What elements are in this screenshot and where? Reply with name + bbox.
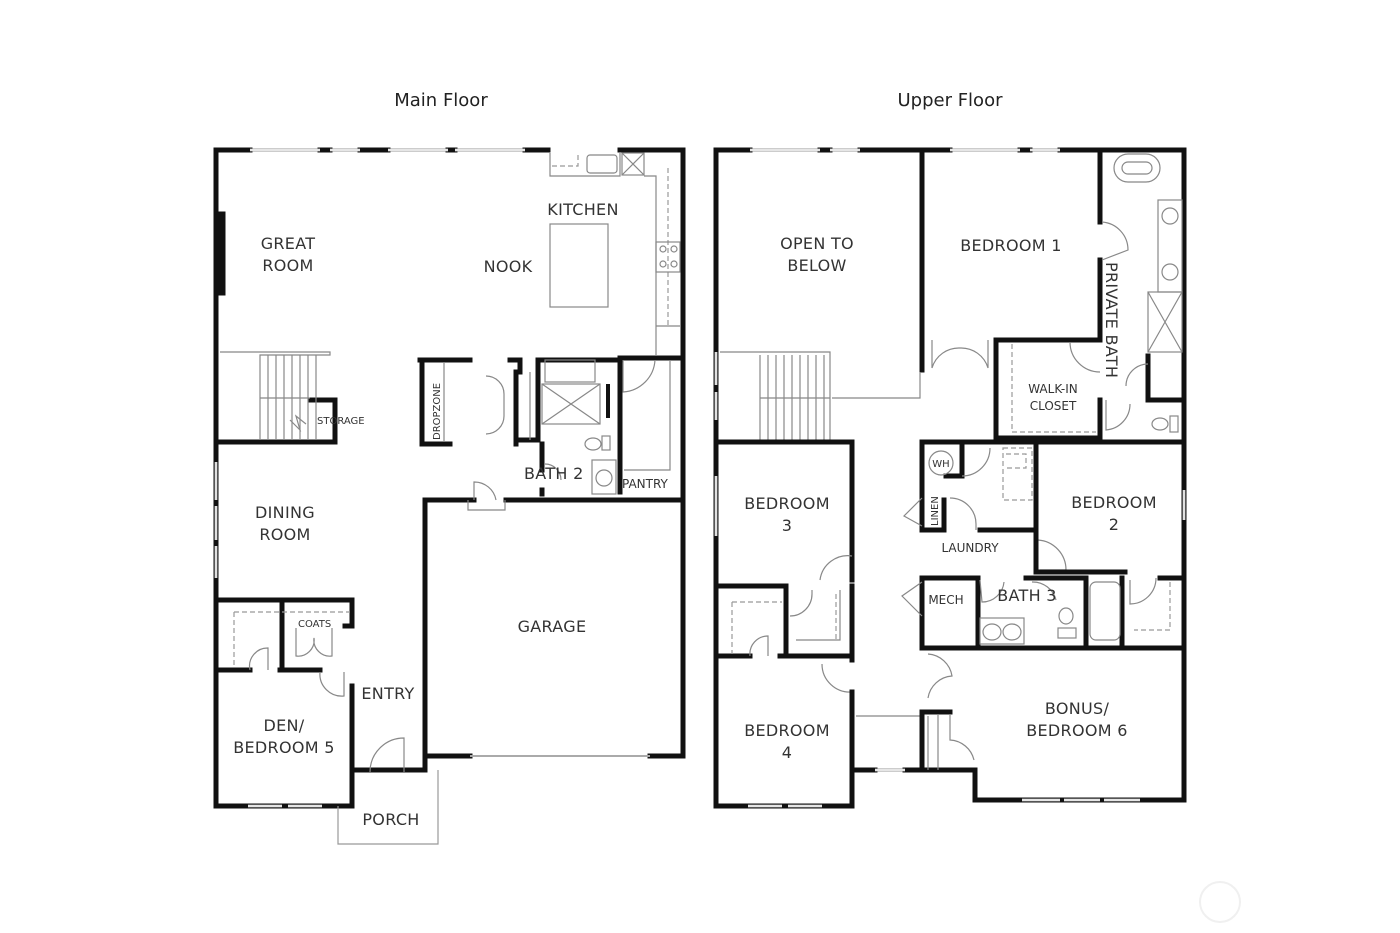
bedroom2-label-1: BEDROOM [1071,493,1157,512]
main-floor-title: Main Floor [394,90,488,111]
walkin-closet-label-2: CLOSET [1030,399,1077,413]
great-room-label-2: ROOM [262,256,313,275]
main-floor-plan: Main Floor STORAGE [213,90,686,845]
bedroom4-label-2: 4 [782,743,792,762]
bedroom3-label-1: BEDROOM [744,494,830,513]
coats-label: COATS [298,619,331,630]
walkin-closet-label-1: WALK-IN [1028,382,1078,396]
great-room-label-1: GREAT [261,234,316,253]
porch-label: PORCH [362,810,419,829]
water-heater-label: WH [932,459,949,470]
bath3-label: BATH 3 [997,586,1057,605]
bedroom1-label: BEDROOM 1 [960,236,1061,255]
open-to-below-label-1: OPEN TO [780,234,854,253]
garage-label: GARAGE [518,617,587,636]
linen-label: LINEN [930,496,941,526]
bedroom3-label-2: 3 [782,516,792,535]
kitchen-label: KITCHEN [547,200,618,219]
private-bath-label: PRIVATE BATH [1102,262,1121,378]
storage-label: STORAGE [317,416,365,427]
laundry-label: LAUNDRY [941,541,999,555]
dropzone-label: DROPZONE [432,383,443,440]
mech-label: MECH [928,593,963,607]
den-label-2: BEDROOM 5 [233,738,334,757]
bonus-label-2: BEDROOM 6 [1026,721,1127,740]
upper-floor-title: Upper Floor [897,90,1003,111]
upper-floor-plan: Upper Floor PRIVATE BATH [713,90,1187,809]
open-to-below-label-2: BELOW [787,256,846,275]
bedroom4-label-1: BEDROOM [744,721,830,740]
bath2-label: BATH 2 [524,464,584,483]
nook-label: NOOK [484,257,533,276]
entry-label: ENTRY [361,684,414,703]
den-label-1: DEN/ [264,716,305,735]
watermark-logo-icon [1199,881,1241,923]
dining-room-label-2: ROOM [259,525,310,544]
bedroom2-label-2: 2 [1109,515,1119,534]
dining-room-label-1: DINING [255,503,315,522]
bonus-label-1: BONUS/ [1045,699,1110,718]
pantry-label: PANTRY [622,477,669,491]
